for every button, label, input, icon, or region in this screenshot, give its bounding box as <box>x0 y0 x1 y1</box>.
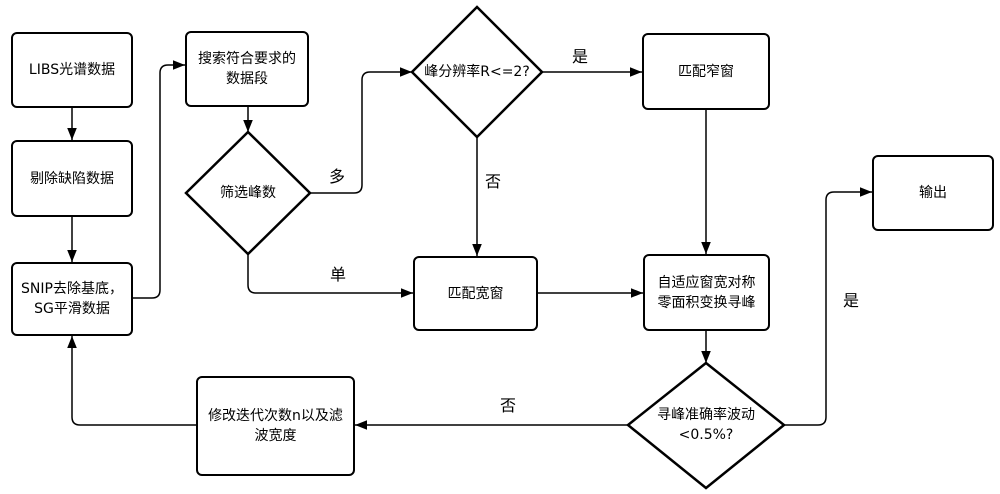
node-modify-params-label: 修改迭代次数n以及滤波宽度 <box>204 406 347 446</box>
node-remove-defects-label: 剔除缺陷数据 <box>30 169 114 189</box>
node-libs-data: LIBS光谱数据 <box>11 32 133 108</box>
edge-label-no-mid: 否 <box>485 173 501 191</box>
node-adaptive-transform-label: 自适应窗宽对称零面积变换寻峰 <box>651 273 762 313</box>
node-search-segments-label: 搜索符合要求的数据段 <box>193 49 301 89</box>
node-match-wide-label: 匹配宽窗 <box>448 284 504 304</box>
node-libs-data-label: LIBS光谱数据 <box>29 60 115 80</box>
node-search-segments: 搜索符合要求的数据段 <box>185 31 309 107</box>
edge-label-many: 多 <box>329 168 345 186</box>
edge-snip-search <box>133 65 185 298</box>
node-remove-defects: 剔除缺陷数据 <box>11 140 133 217</box>
node-output-label: 输出 <box>919 183 947 203</box>
node-output: 输出 <box>872 155 994 231</box>
filter-diamond-label: 筛选峰数 <box>196 183 300 203</box>
edge-label-no-bottom: 否 <box>500 397 516 415</box>
edge-modify-snip <box>72 336 196 425</box>
edge-label-yes-top: 是 <box>572 48 588 66</box>
edge-label-single: 单 <box>330 266 346 284</box>
node-snip-sg-label: SNIP去除基底，SG平滑数据 <box>19 279 125 319</box>
node-match-wide: 匹配宽窗 <box>413 256 538 331</box>
node-match-narrow: 匹配窄窗 <box>642 33 770 110</box>
node-adaptive-transform: 自适应窗宽对称零面积变换寻峰 <box>643 254 770 331</box>
edge-filter-resolution <box>310 72 412 193</box>
resolution-diamond-label: 峰分辨率R<=2? <box>416 62 538 82</box>
node-snip-sg: SNIP去除基底，SG平滑数据 <box>11 262 133 336</box>
node-match-narrow-label: 匹配窄窗 <box>678 62 734 82</box>
accuracy-diamond-label: 寻峰准确率波动<0.5%? <box>646 405 766 445</box>
node-modify-params: 修改迭代次数n以及滤波宽度 <box>196 376 355 476</box>
edge-label-yes-right: 是 <box>843 292 859 310</box>
